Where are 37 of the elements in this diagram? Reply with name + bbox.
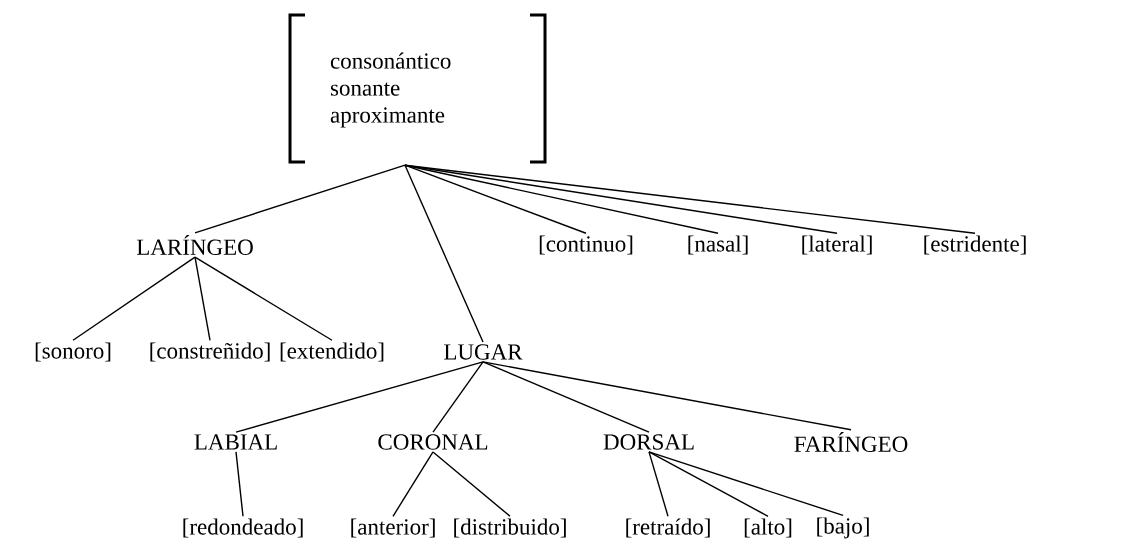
tree-line [404,164,484,343]
feature-label: [estridente] [924,235,1026,255]
feature-matrix: consonántico sonante aproximante [288,13,547,164]
feature-label: [extendido] [280,342,384,362]
tree-line [235,361,484,433]
tree-line [392,451,434,517]
feature-label: [bajo] [817,517,869,539]
feature-label: [lateral] [802,235,872,255]
feature-label: [nasal] [688,235,748,255]
tree-line [194,164,406,234]
tree-line [648,451,769,517]
tree-line [194,256,333,341]
tree-line [648,451,844,517]
feature-label: [alto] [744,518,792,538]
tree-line [432,361,484,433]
feature-label: LUGAR [444,344,523,360]
feature-label: DORSAL [603,434,694,450]
tree-line [404,164,976,234]
feature-label: LARÍNGEO [136,235,253,255]
feature-label: [distribuido] [454,518,566,538]
feature-label: [redondeado] [183,518,303,538]
tree-line [432,451,511,517]
feature-label: [sonoro] [35,342,111,362]
tree-line [72,256,196,341]
tree-line [404,164,587,234]
feature-label: [anterior] [351,518,435,538]
tree-line [194,256,211,341]
tree-line [482,361,650,433]
feature-label: [continuo] [539,235,633,255]
feature-label: FARÍNGEO [794,432,908,452]
feature-label: [retraído] [626,518,710,538]
tree-line [235,451,244,517]
tree-line [482,361,852,431]
feature-label: CORONAL [378,434,488,450]
feature-label: [constreñido] [150,342,270,362]
tree-line [648,451,669,517]
feature-label: LABIAL [194,434,277,450]
